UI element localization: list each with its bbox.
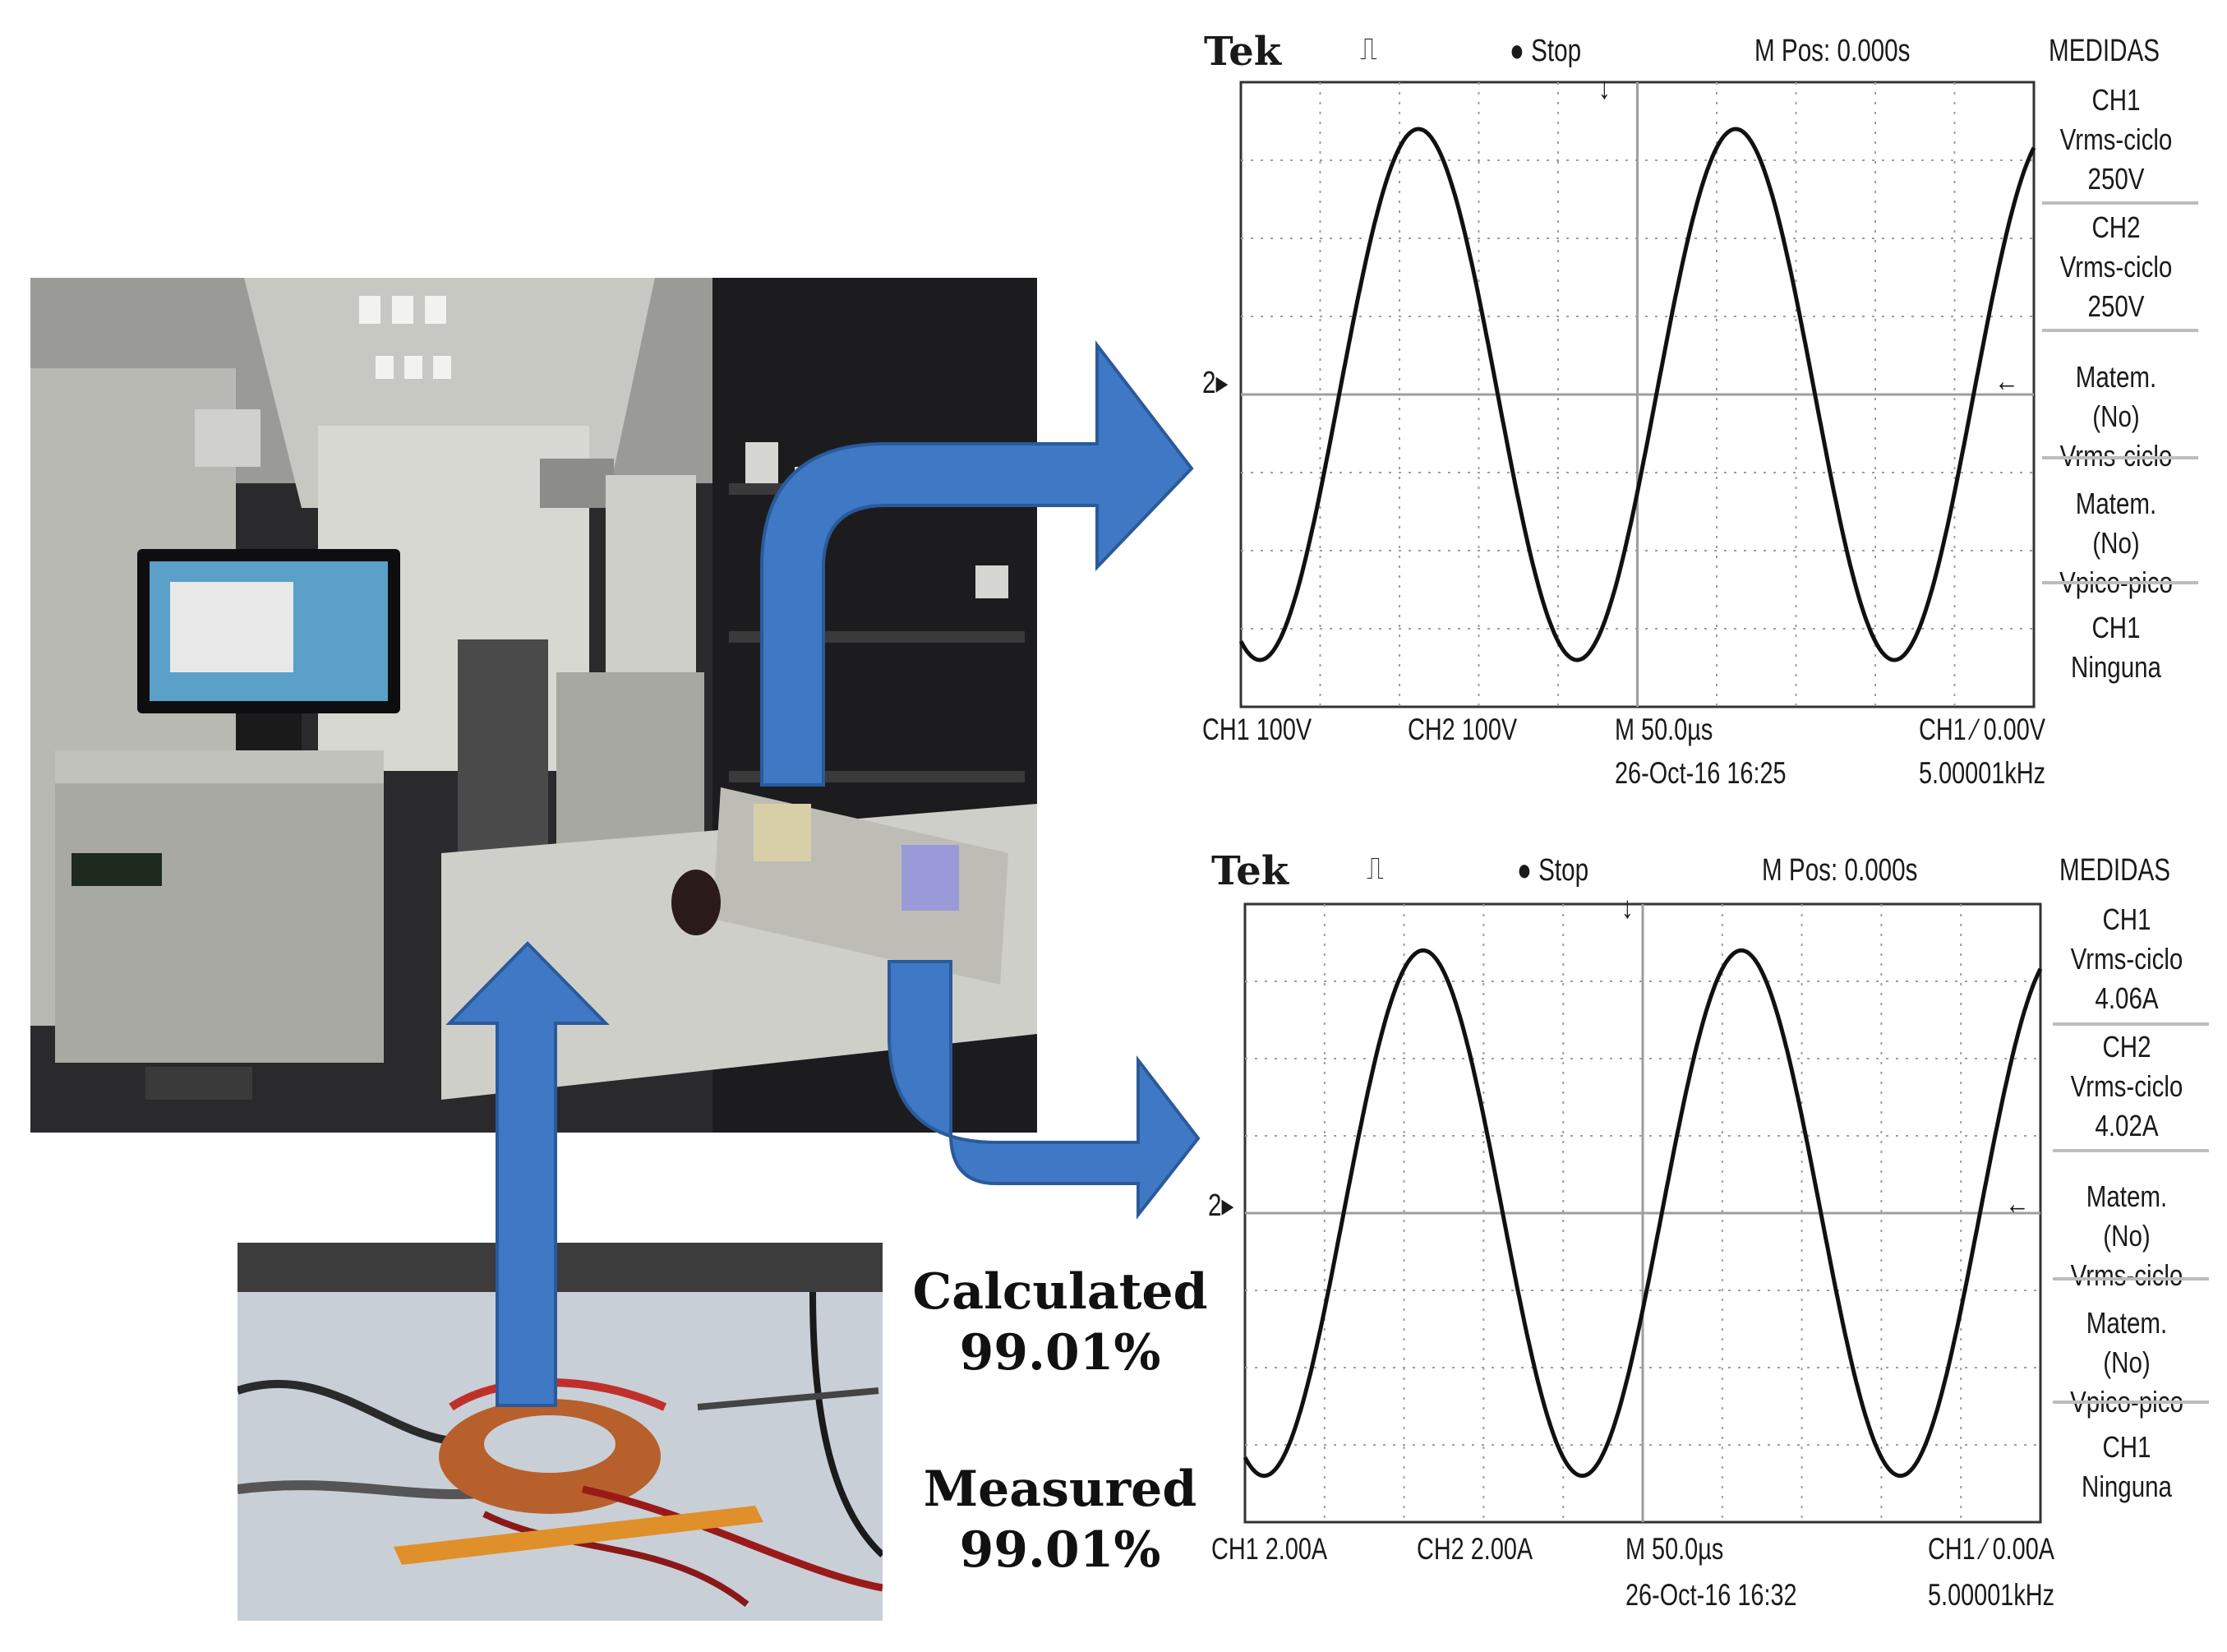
trigger-position-marker: ↓ [1598, 72, 1611, 106]
ch2-reference-marker: 2▸ [1202, 366, 1229, 400]
stop-label: Stop [1531, 34, 1582, 68]
measure-math-vrms: Matem. (No)Vrms-ciclo [2070, 1179, 2183, 1292]
lab-setup-photo [30, 278, 1037, 1133]
voltage-oscilloscope-screen: Tek ⎍ ● Stop M Pos: 0.000s MEDIDAS ↓ 2▸ … [1196, 29, 2227, 818]
measure-math-vrms: Matem. (No)Vrms-ciclo [2059, 360, 2173, 473]
math-reference-marker: ← [2005, 1187, 2030, 1221]
measures-title: MEDIDAS [2059, 853, 2171, 888]
timebase: M 50.0µs [1625, 1532, 1724, 1566]
stop-indicator: ● Stop [1510, 34, 1582, 68]
calculated-label: Calculated [912, 1263, 1208, 1321]
trigger-level: CH1 ∕ 0.00V [1919, 713, 2046, 746]
ch1-scale: CH1 100V [1202, 713, 1312, 746]
calculated-value: 99.01% [959, 1324, 1161, 1382]
measured-label: Measured [923, 1460, 1197, 1518]
m-position: M Pos: 0.000s [1754, 34, 1911, 68]
m-position: M Pos: 0.000s [1762, 853, 1918, 888]
pulse-icon: ⎍ [1367, 851, 1384, 886]
stop-indicator: ● Stop [1517, 853, 1589, 888]
measured-value: 99.01% [959, 1521, 1161, 1579]
ch2-scale: CH2 100V [1408, 713, 1518, 746]
ch2-scale: CH2 2.00A [1417, 1532, 1533, 1566]
voltage-grid [1238, 81, 2036, 708]
measure-math-vpp: Matem. (No)Vpico-pico [2070, 1306, 2183, 1419]
timestamp: 26-Oct-16 16:32 [1625, 1578, 1797, 1612]
current-grid [1243, 902, 2043, 1524]
voltage-waveform [1238, 127, 2036, 662]
timebase: M 50.0µs [1615, 713, 1713, 746]
transformer-inset-photo [237, 1243, 883, 1621]
ch1-scale: CH1 2.00A [1211, 1532, 1328, 1566]
measure-math-vpp: Matem. (No)Vpico-pico [2059, 487, 2173, 599]
stop-label: Stop [1538, 853, 1589, 888]
trigger-frequency: 5.00001kHz [1919, 756, 2046, 790]
measures-title: MEDIDAS [2049, 34, 2160, 68]
calculated-result: Calculated 99.01% [904, 1262, 1216, 1383]
current-oscilloscope-screen: Tek ⎍ ● Stop M Pos: 0.000s MEDIDAS ↓ 2▸ … [1206, 848, 2227, 1637]
trigger-frequency: 5.00001kHz [1928, 1578, 2055, 1612]
trigger-position-marker: ↓ [1621, 891, 1634, 925]
ch2-reference-marker: 2▸ [1208, 1188, 1234, 1223]
measured-result: Measured 99.01% [904, 1459, 1216, 1580]
brand-logo: Tek [1204, 29, 1282, 75]
trigger-level: CH1 ∕ 0.00A [1928, 1532, 2055, 1566]
brand-logo: Tek [1211, 848, 1289, 894]
timestamp: 26-Oct-16 16:25 [1615, 756, 1787, 790]
math-reference-marker: ← [1994, 364, 2019, 399]
pulse-icon: ⎍ [1360, 32, 1377, 67]
current-waveform [1243, 948, 2043, 1479]
